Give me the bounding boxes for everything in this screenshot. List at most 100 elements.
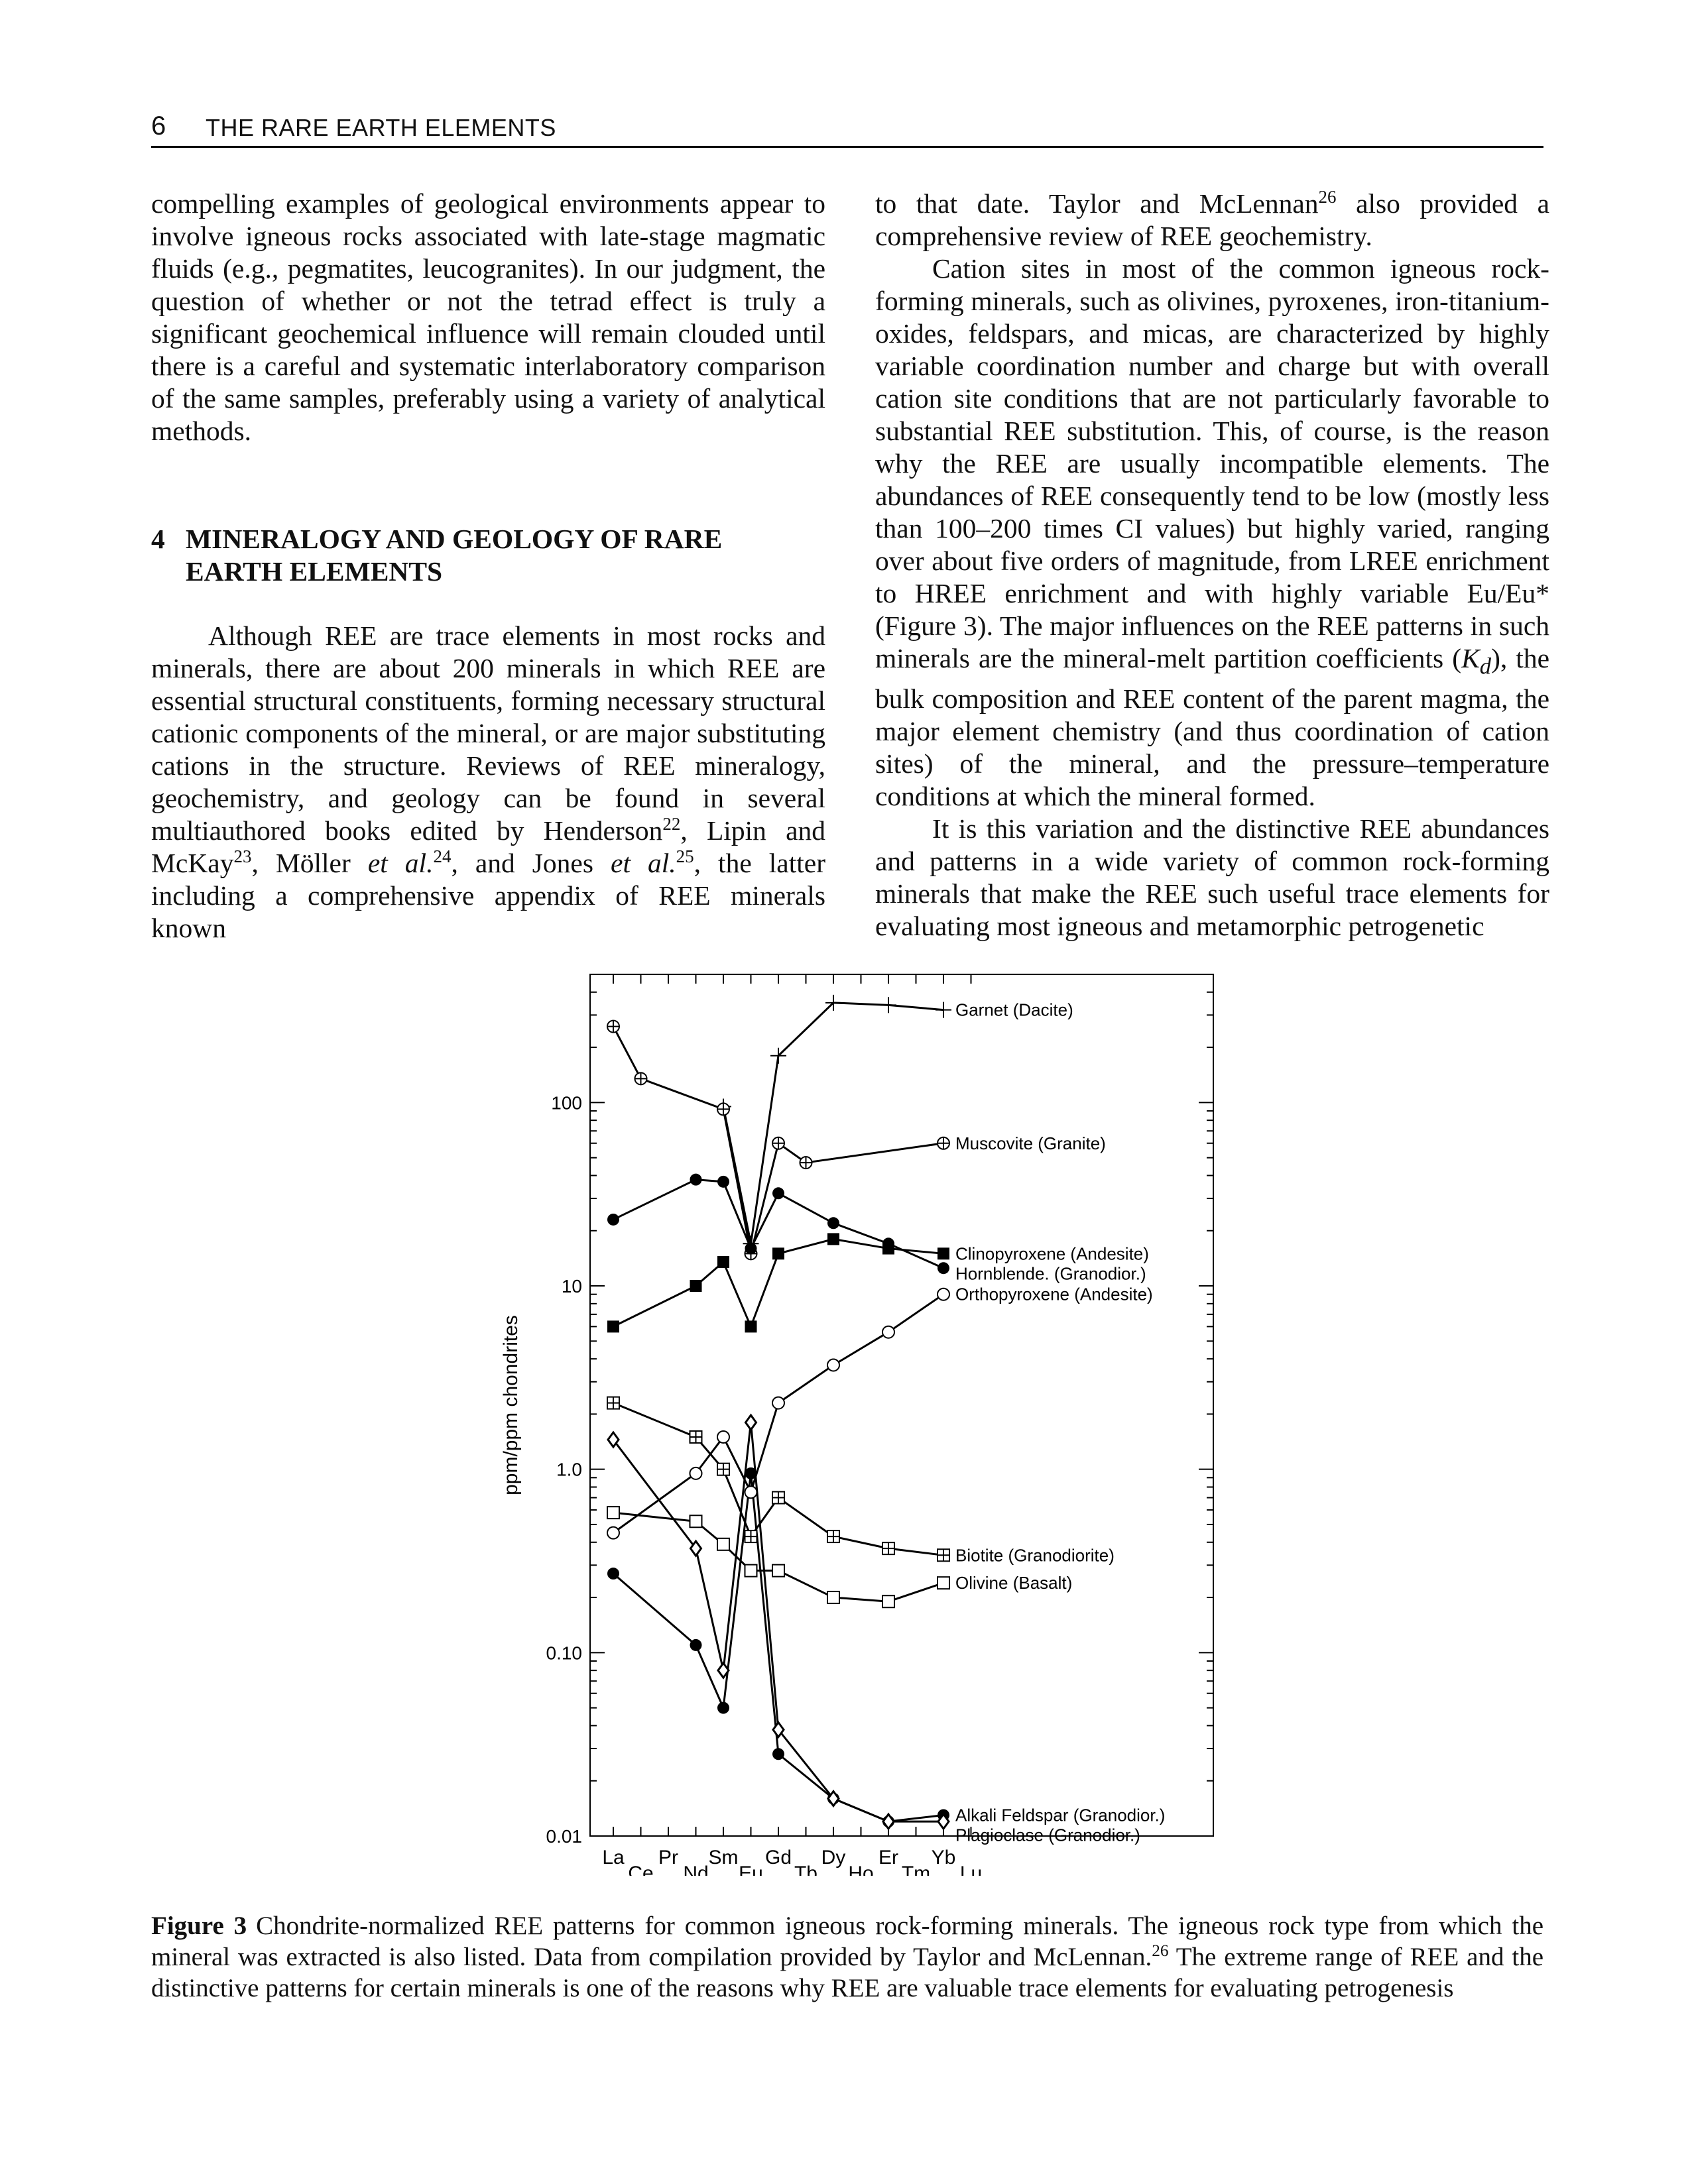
data-point <box>882 1325 895 1339</box>
data-point <box>690 1280 702 1293</box>
x-tick-label: Dy <box>821 1847 846 1868</box>
data-point <box>607 1526 620 1540</box>
series-label: Plagioclase (Granodior.) <box>955 1825 1140 1845</box>
data-point <box>772 1564 785 1578</box>
data-point <box>717 1255 729 1268</box>
data-point <box>772 1721 785 1739</box>
series-label: Hornblende. (Granodior.) <box>955 1263 1146 1283</box>
data-point <box>799 1156 813 1170</box>
data-point <box>689 1515 703 1528</box>
section-title-line-2: EARTH ELEMENTS <box>186 556 443 587</box>
x-tick-label: Er <box>878 1847 898 1868</box>
series-label: Alkali Feldspar (Granodior.) <box>955 1805 1165 1825</box>
right-paragraph-1: to that date. Taylor and McLennan26 also… <box>875 188 1549 253</box>
series-line <box>722 1002 944 1244</box>
x-tick-label: Tm <box>902 1863 930 1876</box>
data-point <box>607 1320 619 1333</box>
x-tick-label: Yb <box>932 1847 956 1868</box>
series-line <box>612 1422 943 1823</box>
data-point <box>607 1213 619 1226</box>
left-column: compelling examples of geological enviro… <box>151 188 825 945</box>
text-run: Cation sites in most of the common igneo… <box>875 253 1549 673</box>
data-point <box>882 1812 895 1831</box>
text-run: ), the bulk composition and REE content … <box>875 643 1549 812</box>
series-label: Olivine (Basalt) <box>955 1573 1072 1593</box>
data-point <box>607 1430 620 1449</box>
data-point <box>607 1396 620 1410</box>
data-point <box>772 1187 784 1200</box>
section-heading: 4 MINERALOGY AND GEOLOGY OF RARE EARTH EL… <box>151 523 825 588</box>
text-run: , Möller <box>251 848 368 878</box>
caption-citation: 26 <box>1152 1941 1169 1960</box>
data-point <box>827 1591 840 1605</box>
series-label: Biotite (Granodiorite) <box>955 1545 1115 1565</box>
data-point <box>882 1542 895 1556</box>
data-point <box>744 1413 758 1432</box>
data-point <box>607 1568 619 1580</box>
caption-text: Chondrite-normalized REE patterns for co… <box>151 1912 1544 1971</box>
et-al: et al. <box>367 848 434 878</box>
citation-24: 24 <box>433 846 452 867</box>
data-point <box>882 1237 894 1250</box>
data-point <box>772 1491 785 1505</box>
series-label: Garnet (Dacite) <box>955 1000 1073 1020</box>
data-point <box>827 1217 839 1230</box>
section-number: 4 <box>151 524 165 554</box>
data-point <box>772 1136 785 1150</box>
y-tick-label: 0.01 <box>546 1826 583 1847</box>
x-tick-label: La <box>602 1847 625 1868</box>
x-tick-label: Sm <box>709 1847 739 1868</box>
data-point <box>607 1506 620 1520</box>
caption-label: Figure 3 <box>151 1912 247 1940</box>
series-line <box>613 1293 944 1534</box>
data-point <box>634 1072 648 1086</box>
x-tick-label: Lu <box>960 1863 982 1876</box>
data-point <box>882 1595 895 1609</box>
data-point <box>745 1320 757 1333</box>
x-tick-label: Gd <box>765 1847 792 1868</box>
x-tick-label: Nd <box>683 1863 708 1876</box>
text-run: , Lipin and McKay <box>151 815 825 878</box>
citation-23: 23 <box>233 846 252 867</box>
data-point <box>690 1173 702 1186</box>
data-point <box>770 1047 786 1064</box>
data-point <box>689 1430 703 1444</box>
text-run: to that date. Taylor and McLennan <box>875 188 1319 219</box>
data-point <box>689 1539 703 1558</box>
citation-25: 25 <box>676 846 694 867</box>
data-point <box>937 1247 949 1260</box>
text-run: , and Jones <box>451 848 611 878</box>
series-label: Muscovite (Granite) <box>955 1133 1106 1153</box>
text-run: Although REE are trace elements in most … <box>151 620 825 846</box>
data-point <box>827 1358 840 1372</box>
data-point <box>827 1530 840 1544</box>
data-point <box>744 1485 758 1499</box>
right-paragraph-2: Cation sites in most of the common igneo… <box>875 253 1549 813</box>
data-point <box>717 1537 730 1551</box>
et-al: et al. <box>611 848 676 878</box>
y-tick-label: 1.0 <box>556 1460 582 1480</box>
data-point <box>717 1102 730 1116</box>
series-label: Clinopyroxene (Andesite) <box>955 1243 1149 1263</box>
data-point <box>689 1466 703 1480</box>
data-point <box>717 1462 730 1476</box>
data-point <box>744 1530 758 1544</box>
section-title-line-1: MINERALOGY AND GEOLOGY OF RARE <box>186 524 723 554</box>
data-point <box>937 1262 949 1275</box>
data-point <box>772 1396 785 1410</box>
y-tick-label: 0.10 <box>546 1642 583 1663</box>
left-paragraph-2: Although REE are trace elements in most … <box>151 620 825 945</box>
data-point <box>745 1242 757 1255</box>
text-run: also provided a comprehensive review of … <box>875 188 1550 251</box>
y-tick-label: 10 <box>562 1276 582 1296</box>
data-point <box>717 1175 729 1188</box>
x-tick-label: Ce <box>628 1863 653 1876</box>
data-point <box>772 1247 784 1260</box>
citation-22: 22 <box>662 814 681 834</box>
data-point <box>745 1467 757 1479</box>
data-point <box>937 1548 950 1562</box>
data-point <box>937 1287 950 1301</box>
x-tick-label: Eu <box>739 1863 763 1876</box>
